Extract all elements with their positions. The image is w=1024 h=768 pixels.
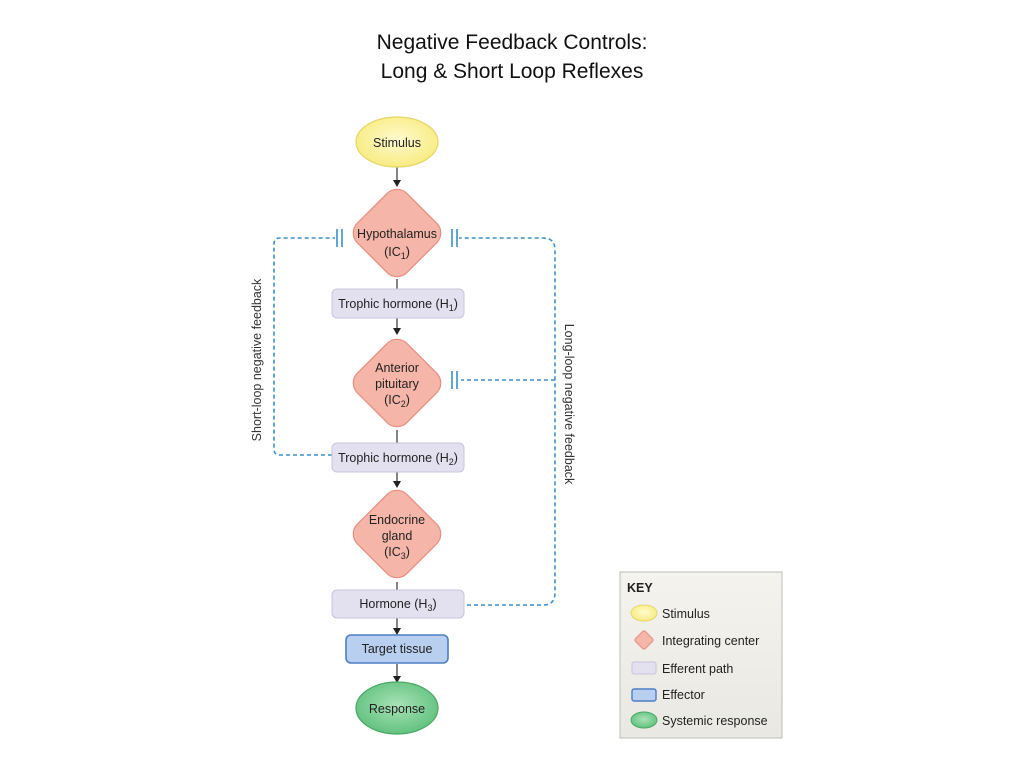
key-integrating-center-label: Integrating center <box>662 634 759 648</box>
title-line-1: Negative Feedback Controls: <box>376 31 648 54</box>
trophic-hormone-h2-label: Trophic hormone (H2) <box>338 451 458 467</box>
stimulus-label: Stimulus <box>373 136 421 150</box>
key-stimulus-swatch <box>630 604 658 622</box>
hypothalamus-node: Hypothalamus (IC1) <box>352 188 442 278</box>
anterior-pituitary-node: Anterior pituitary (IC2) <box>352 338 442 428</box>
title-line-2: Long & Short Loop Reflexes <box>380 60 644 83</box>
key-efferent-path-label: Efferent path <box>662 662 733 676</box>
target-tissue-label: Target tissue <box>362 642 433 656</box>
key-effector-label: Effector <box>662 688 705 702</box>
short-loop-label: Short-loop negative feedback <box>250 278 264 441</box>
trophic-hormone-h2-node: Trophic hormone (H2) <box>331 442 465 473</box>
gland-label: gland <box>382 529 413 543</box>
response-label: Response <box>369 702 425 716</box>
long-loop-blocker-hypothalamus-icon <box>451 229 458 247</box>
key-stimulus-label: Stimulus <box>662 607 710 621</box>
page-title: Negative Feedback Controls: Long & Short… <box>0 28 1024 86</box>
target-tissue-node: Target tissue <box>345 634 449 664</box>
hypothalamus-label: Hypothalamus <box>357 227 437 241</box>
key-efferent-path-swatch <box>631 661 657 675</box>
response-node: Response <box>355 681 439 735</box>
hormone-h3-label: Hormone (H3) <box>359 597 436 613</box>
endocrine-gland-ic-label: (IC3) <box>384 545 410 561</box>
endocrine-gland-node: Endocrine gland (IC3) <box>352 489 442 579</box>
short-loop-blocker-icon <box>336 229 343 247</box>
anterior-pituitary-ic-label: (IC2) <box>384 393 410 409</box>
key-legend: KEY Stimulus Integrating center Efferent… <box>619 571 783 739</box>
short-loop-feedback <box>273 237 335 456</box>
stimulus-node: Stimulus <box>355 116 439 168</box>
anterior-label: Anterior <box>375 361 419 375</box>
key-systemic-response-label: Systemic response <box>662 714 768 728</box>
endocrine-label: Endocrine <box>369 513 425 527</box>
key-effector-swatch <box>631 688 657 702</box>
key-integrating-center-swatch <box>634 630 654 650</box>
key-title: KEY <box>627 581 653 595</box>
long-loop-blocker-pituitary-icon <box>451 371 458 389</box>
long-loop-feedback <box>459 237 556 606</box>
long-loop-label: Long-loop negative feedback <box>562 324 576 485</box>
hormone-h3-node: Hormone (H3) <box>331 589 465 619</box>
pituitary-label: pituitary <box>375 377 420 391</box>
trophic-hormone-h1-node: Trophic hormone (H1) <box>331 288 465 319</box>
trophic-hormone-h1-label: Trophic hormone (H1) <box>338 297 458 313</box>
hypothalamus-ic-label: (IC1) <box>384 245 410 261</box>
key-systemic-response-swatch <box>630 711 658 729</box>
